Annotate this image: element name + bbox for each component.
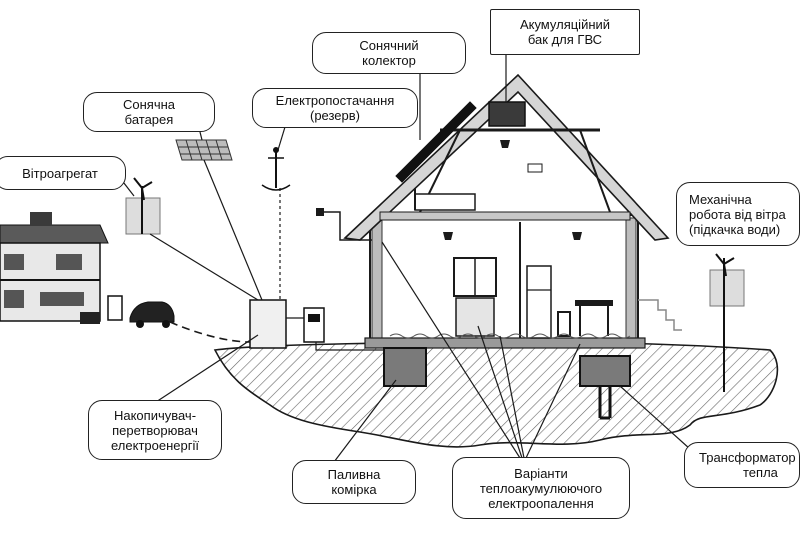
storage-tank-label-line-1: Акумуляційний	[519, 17, 611, 32]
wind-turbine	[125, 177, 161, 235]
ground	[213, 341, 779, 448]
solar-battery-label-line-2: батарея	[124, 112, 174, 127]
neighbour-house	[0, 212, 109, 322]
fuel-cell-label-line-1: Паливна	[327, 467, 381, 482]
solar-panel	[175, 139, 233, 161]
heating-options-label-line-2: теплоакумулюючого	[479, 480, 603, 496]
heating-options-label: Варіанти теплоакумулюючого електроопален…	[452, 457, 630, 519]
mechanical-work-label-line-1: Механічна	[689, 191, 752, 207]
wind-pump	[709, 253, 745, 392]
wind-turbine-label-line-1: Вітроагрегат	[22, 165, 98, 181]
accumulator-label: Накопичувач- перетворювач електроенергії	[88, 400, 222, 460]
fuel-cell-label-line-2: комірка	[331, 482, 377, 497]
mechanical-work-label-line-2: робота від вітра	[689, 206, 786, 222]
storage-tank-label: Акумуляційний бак для ГВС	[490, 9, 640, 55]
solar-collector-label: Сонячний колектор	[312, 32, 466, 74]
power-supply-post	[261, 147, 291, 191]
fuel-cell-label: Паливна комірка	[292, 460, 416, 504]
solar-collector-label-line-1: Сонячний	[359, 38, 419, 53]
power-supply-label-line-1: Електропостачання	[275, 93, 395, 108]
electric-car	[80, 295, 175, 328]
accumulator-label-line-3: електроенергії	[111, 437, 199, 453]
mechanical-work-label-line-3: (підкачка води)	[689, 221, 781, 237]
leader-lines	[119, 55, 701, 463]
solar-battery-label: Сонячна батарея	[83, 92, 215, 132]
storage-tank-label-line-2: бак для ГВС	[527, 32, 603, 47]
heating-options-label-line-3: електроопалення	[488, 495, 594, 511]
house	[316, 73, 682, 420]
wind-turbine-label: Вітроагрегат	[0, 156, 126, 190]
solar-battery-label-line-1: Сонячна	[122, 97, 176, 112]
power-supply-label-line-2: (резерв)	[309, 108, 360, 123]
heat-transformer-label-line-2: тепла	[743, 465, 778, 480]
mechanical-work-label: Механічна робота від вітра (підкачка вод…	[676, 182, 800, 246]
heating-options-label-line-1: Варіанти	[514, 465, 568, 481]
heat-transformer-label-line-1: Трансформатор	[699, 450, 796, 465]
accumulator-box	[249, 299, 325, 349]
accumulator-label-line-1: Накопичувач-	[113, 407, 197, 423]
power-supply-label: Електропостачання (резерв)	[252, 88, 418, 128]
heat-transformer-label: Трансформатор тепла	[684, 442, 800, 488]
accumulator-label-line-2: перетворювач	[112, 422, 198, 438]
wiring	[149, 159, 384, 351]
solar-collector-label-line-2: колектор	[362, 53, 416, 68]
